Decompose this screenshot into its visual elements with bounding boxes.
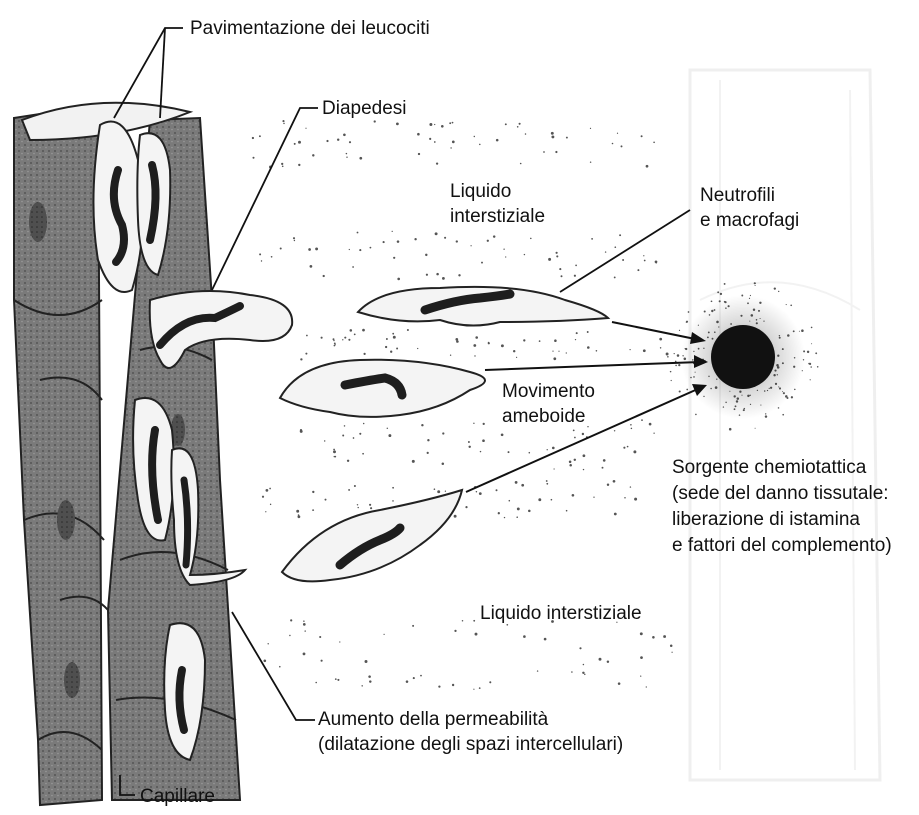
label-neutrofili-line1: Neutrofili	[700, 184, 775, 207]
label-aumento-line1: Aumento della permeabilità	[318, 708, 548, 731]
label-liquido-top-line1: Liquido	[450, 180, 511, 203]
label-movimento-line2: ameboide	[502, 405, 585, 428]
label-sorgente-line1: Sorgente chemiotattica	[672, 456, 866, 479]
label-sorgente-line2: (sede del danno tissutale:	[672, 482, 889, 505]
ghost-bleed-through	[690, 70, 880, 780]
label-movimento-line1: Movimento	[502, 380, 595, 403]
label-sorgente-line3: liberazione di istamina	[672, 508, 860, 531]
label-liquido-top-line2: interstiziale	[450, 205, 545, 228]
label-pavimentazione: Pavimentazione dei leucociti	[190, 17, 430, 40]
label-aumento-line2: (dilatazione degli spazi intercellulari)	[318, 733, 623, 756]
label-liquido-bottom: Liquido interstiziale	[480, 602, 642, 625]
label-capillare: Capillare	[140, 785, 215, 808]
label-diapedesi: Diapedesi	[322, 97, 407, 120]
label-neutrofili-line2: e macrofagi	[700, 209, 799, 232]
chemotactic-source	[681, 295, 805, 419]
label-sorgente-line4: e fattori del complemento)	[672, 534, 892, 557]
